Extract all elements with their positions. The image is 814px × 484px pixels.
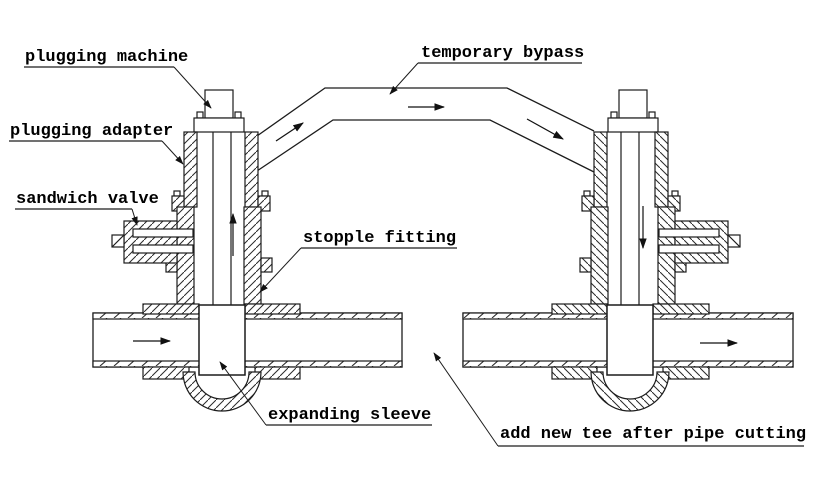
label-sandwich-valve: sandwich valve xyxy=(16,190,159,209)
label-plugging-machine: plugging machine xyxy=(25,48,188,67)
label-temporary-bypass: temporary bypass xyxy=(421,44,584,63)
leader-temporary-bypass xyxy=(389,62,419,95)
temporary-bypass-pipe xyxy=(256,87,595,173)
label-add-new-tee: add new tee after pipe cutting xyxy=(500,425,806,444)
flow-arrows xyxy=(133,103,739,347)
leader-expanding-sleeve xyxy=(219,361,267,426)
bypass-flow-arrow-left xyxy=(275,122,304,142)
left-pipeline xyxy=(92,312,403,368)
bypass-outline-bottom xyxy=(256,119,595,173)
leader-sandwich-valve xyxy=(131,208,138,226)
leader-plugging-adapter xyxy=(161,140,184,165)
label-stopple-fitting: stopple fitting xyxy=(303,229,456,248)
label-plugging-adapter: plugging adapter xyxy=(10,122,173,141)
annotations: plugging machine plugging adapter sandwi… xyxy=(9,44,806,447)
label-expanding-sleeve: expanding sleeve xyxy=(268,406,431,425)
leader-stopple-fitting xyxy=(259,247,302,293)
leader-add-new-tee xyxy=(433,352,499,447)
bypass-flow-arrow-right xyxy=(526,118,564,140)
leader-plugging-machine xyxy=(173,66,212,109)
bypass-outline-top xyxy=(256,87,595,137)
